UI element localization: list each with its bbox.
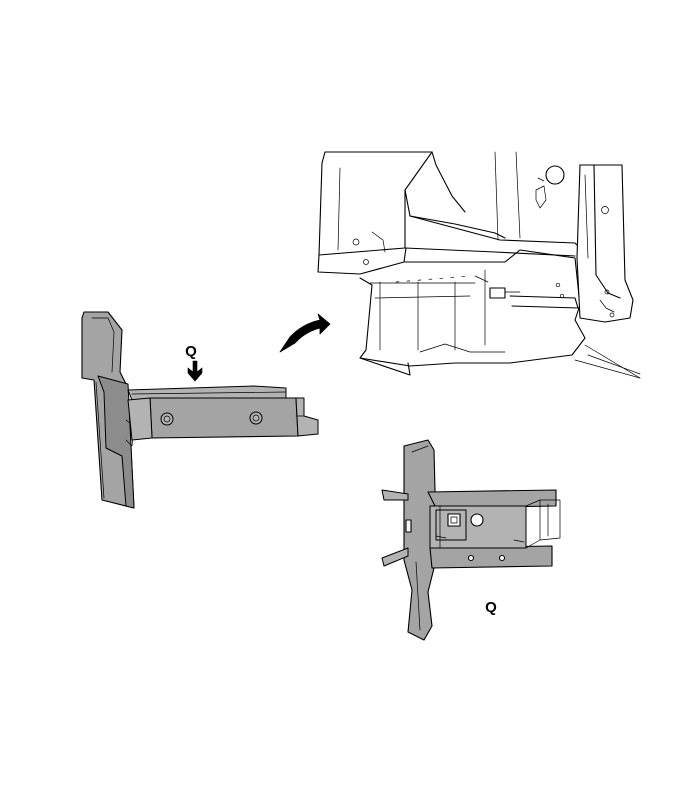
part-view-q: Q <box>381 439 561 641</box>
view-label: Q <box>485 599 497 616</box>
view-direction-arrow: Q <box>185 343 203 382</box>
curved-arrow-icon <box>279 313 331 353</box>
part-side-view <box>81 311 319 509</box>
view-arrow-label: Q <box>185 343 197 360</box>
vehicle-body-outline <box>317 151 641 379</box>
